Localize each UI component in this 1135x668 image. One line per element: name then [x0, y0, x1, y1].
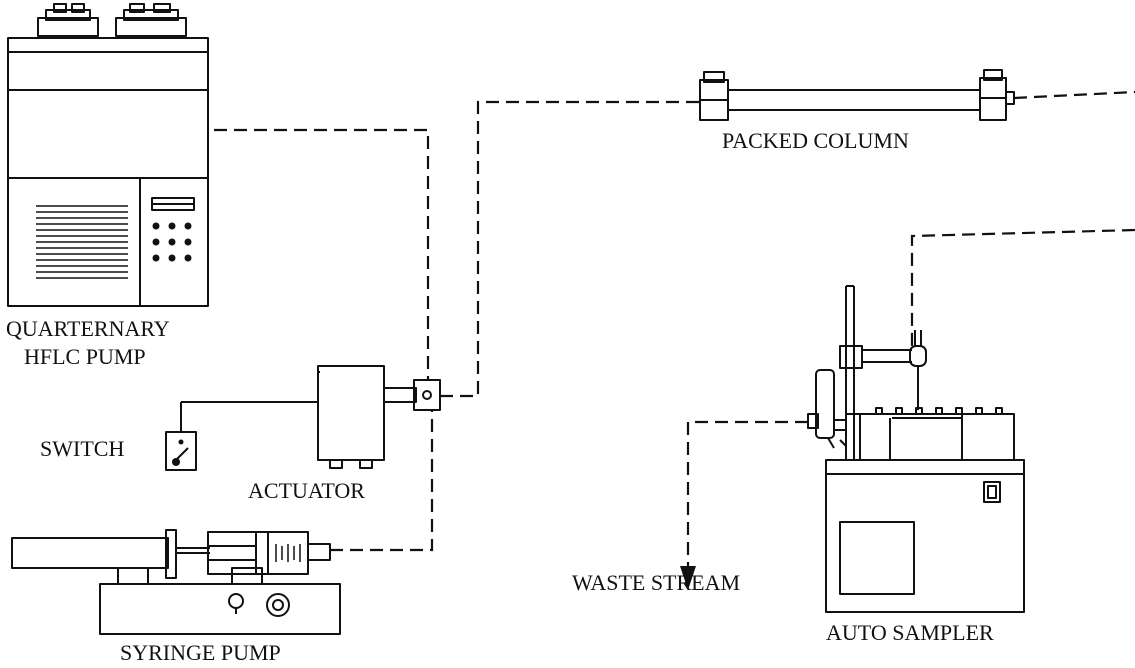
tube-sampler-inlet	[910, 228, 1135, 346]
tube-syringe-to-valve	[330, 410, 434, 552]
tubing	[214, 90, 1135, 566]
label-waste-stream: WASTE STREAM	[572, 570, 740, 595]
tube-pump-to-valve	[214, 128, 430, 380]
label-hplc-pump-line1: QUARTERNARY	[6, 316, 170, 341]
label-switch: SWITCH	[40, 436, 124, 461]
label-auto-sampler: AUTO SAMPLER	[826, 620, 994, 645]
tube-valve-to-column	[440, 100, 700, 398]
tube-waste	[686, 420, 808, 566]
pump-keypad	[152, 222, 192, 262]
syringe-pump	[11, 529, 341, 635]
waste-arrow-head	[680, 566, 696, 590]
switch-box	[165, 401, 318, 471]
label-syringe-pump: SYRINGE PUMP	[120, 640, 281, 665]
injection-valve	[413, 379, 441, 411]
label-packed-column: PACKED COLUMN	[722, 128, 909, 153]
packed-column	[699, 69, 1015, 121]
tube-column-outlet	[1013, 90, 1135, 100]
auto-sampler	[807, 285, 1025, 613]
label-hplc-pump-line2: HFLC PUMP	[24, 344, 146, 369]
pump-vent-grille	[36, 205, 128, 279]
actuator-box	[317, 365, 417, 469]
hplc-pump	[7, 3, 209, 307]
label-actuator: ACTUATOR	[248, 478, 365, 503]
